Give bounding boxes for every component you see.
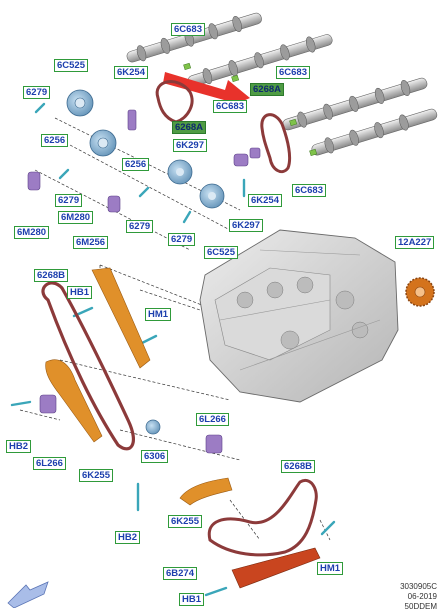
left-upper-guide bbox=[91, 267, 151, 369]
lower-timing-chain bbox=[207, 479, 318, 557]
figure-reference: 3030905C 06-2019 50DDEM bbox=[400, 582, 437, 612]
label-6k254-top: 6K254 bbox=[114, 66, 148, 79]
cam-phaser-right-lower bbox=[199, 183, 225, 209]
label-6c525-lower: 6C525 bbox=[204, 246, 238, 259]
label-hm1-mid: HM1 bbox=[145, 308, 172, 321]
cam-phaser-lower bbox=[89, 129, 117, 157]
label-6m280-a: 6M280 bbox=[14, 226, 50, 239]
label-6m256: 6M256 bbox=[73, 236, 109, 249]
lower-chain-guide bbox=[231, 547, 321, 589]
label-6c525-top: 6C525 bbox=[54, 59, 88, 72]
label-6k297-a: 6K297 bbox=[173, 139, 207, 152]
figure-number: 3030905C bbox=[400, 582, 437, 591]
label-6k255-right: 6K255 bbox=[168, 515, 202, 528]
label-hb2-left: HB2 bbox=[6, 440, 32, 453]
engine-block bbox=[199, 229, 399, 403]
label-6256-b: 6256 bbox=[122, 158, 150, 171]
label-hb1-bottom: HB1 bbox=[179, 593, 205, 606]
label-6268a-mid: 6268A bbox=[172, 121, 206, 134]
label-12a227: 12A227 bbox=[395, 236, 435, 249]
label-6c683-right: 6C683 bbox=[276, 66, 310, 79]
figure-code: 50DDEM bbox=[404, 602, 437, 611]
label-6b274: 6B274 bbox=[163, 567, 197, 580]
label-6279-c: 6279 bbox=[126, 220, 154, 233]
label-hb1-top: HB1 bbox=[67, 286, 93, 299]
label-6268b-left: 6268B bbox=[34, 269, 68, 282]
upper-timing-chain-right bbox=[260, 113, 292, 174]
label-6k255-left: 6K255 bbox=[79, 469, 113, 482]
left-lower-guide bbox=[45, 359, 103, 443]
label-6c683-top: 6C683 bbox=[171, 23, 205, 36]
upper-timing-chain-left bbox=[155, 80, 194, 124]
camshaft-lower-right bbox=[311, 108, 438, 156]
camshaft-lower-left bbox=[187, 34, 333, 87]
cam-phaser-upper bbox=[66, 89, 94, 117]
label-6268a-top: 6268A bbox=[250, 83, 284, 96]
label-6c683-lower: 6C683 bbox=[292, 184, 326, 197]
label-6279-b: 6279 bbox=[55, 194, 83, 207]
vct-solenoids bbox=[27, 109, 261, 454]
camshaft-upper-left bbox=[126, 12, 262, 63]
figure-date: 06-2019 bbox=[407, 592, 437, 601]
camshaft-bolts bbox=[183, 62, 318, 157]
left-timing-chain bbox=[41, 281, 135, 451]
view-direction-arrow-icon bbox=[7, 581, 49, 608]
crankshaft-sprocket bbox=[405, 277, 435, 307]
label-6k254-mid: 6K254 bbox=[248, 194, 282, 207]
label-6k297-b: 6K297 bbox=[229, 219, 263, 232]
label-6l266-right: 6L266 bbox=[196, 413, 229, 426]
small-sprocket bbox=[145, 419, 161, 435]
label-6268b-right: 6268B bbox=[281, 460, 315, 473]
lower-tensioner-arm bbox=[179, 477, 233, 506]
label-6306: 6306 bbox=[141, 450, 169, 463]
label-6279-d: 6279 bbox=[168, 233, 196, 246]
cam-phaser-right-upper bbox=[167, 159, 193, 185]
label-6m280-b: 6M280 bbox=[58, 211, 94, 224]
label-6l266-left: 6L266 bbox=[33, 457, 66, 470]
label-hm1-bottom: HM1 bbox=[317, 562, 344, 575]
label-6279-a: 6279 bbox=[23, 86, 51, 99]
label-6c683-mid: 6C683 bbox=[213, 100, 247, 113]
label-hb2-bottom: HB2 bbox=[115, 531, 141, 544]
label-6256-a: 6256 bbox=[41, 134, 69, 147]
